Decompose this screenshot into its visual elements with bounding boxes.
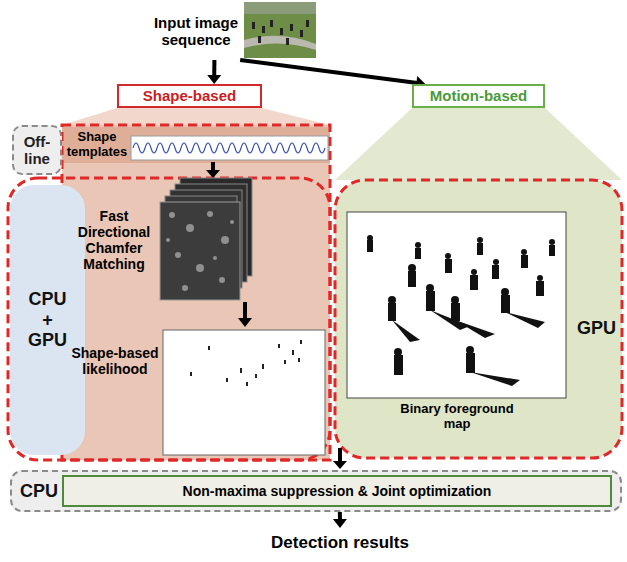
flow-arrow bbox=[211, 162, 215, 170]
strip-frame bbox=[131, 136, 328, 160]
photo-trees bbox=[244, 2, 316, 14]
photo-path bbox=[244, 36, 316, 50]
dashed-outline bbox=[8, 178, 330, 460]
shape-panel bbox=[62, 125, 330, 460]
arrow-head bbox=[333, 461, 347, 469]
arrow-line bbox=[212, 60, 216, 76]
templates-band: Shape templates bbox=[62, 127, 330, 163]
node-text: Detection results bbox=[271, 533, 409, 553]
photo-ground bbox=[244, 2, 316, 58]
flow-arrow bbox=[207, 60, 221, 84]
node-text: CPU + GPU bbox=[23, 289, 73, 351]
arrow-line bbox=[240, 60, 417, 83]
templates-band bbox=[62, 127, 330, 163]
map-frame bbox=[163, 330, 325, 455]
arrow-head bbox=[238, 318, 252, 327]
shape-fan bbox=[62, 108, 330, 125]
photo-people bbox=[252, 20, 309, 45]
input-caption: Input image sequence bbox=[150, 2, 242, 60]
map-frame bbox=[347, 212, 566, 398]
arrow-head bbox=[207, 75, 221, 84]
flow-arrow bbox=[243, 302, 247, 318]
node-text: CPU bbox=[20, 481, 58, 502]
likelihood-map bbox=[163, 330, 325, 455]
dashed-outline bbox=[335, 180, 622, 458]
chamfer-stack bbox=[160, 178, 252, 300]
flow-arrow bbox=[333, 512, 347, 528]
arrow-head bbox=[206, 170, 220, 178]
category-box: Motion-based bbox=[412, 84, 545, 108]
stage-box: Off-line bbox=[12, 125, 62, 175]
node-text: Non-maxima suppression & Joint optimizat… bbox=[183, 483, 492, 499]
result-text: Detection results bbox=[250, 528, 430, 558]
image-label: Fast Directional Chamfer Matching bbox=[70, 208, 158, 272]
node-text: Input image sequence bbox=[151, 14, 241, 49]
foreground-blobs bbox=[367, 235, 555, 386]
category-box: Shape-based bbox=[117, 84, 262, 108]
node-text: Shape templates bbox=[64, 130, 130, 160]
image-label: Binary foreground map bbox=[386, 402, 528, 432]
motion-panel bbox=[335, 180, 622, 458]
arrow-head bbox=[333, 519, 347, 528]
process-box: Non-maxima suppression & Joint optimizat… bbox=[62, 475, 612, 507]
arrow-line bbox=[338, 512, 342, 520]
templates-strip bbox=[131, 136, 328, 160]
node-text: Motion-based bbox=[430, 87, 528, 104]
motion-fan bbox=[335, 108, 622, 180]
input-photo bbox=[244, 2, 316, 58]
processor-region: CPU + GPU bbox=[10, 185, 85, 455]
flow-arrow bbox=[240, 60, 425, 90]
node-text: Off-line bbox=[16, 133, 58, 168]
dashed-outline bbox=[62, 125, 330, 460]
foreground-map bbox=[347, 212, 566, 398]
node-text: GPU bbox=[577, 318, 616, 339]
processor-region: GPU bbox=[335, 180, 622, 458]
image-label: Shape-based likelihood bbox=[70, 345, 160, 377]
template-contours bbox=[133, 143, 325, 153]
flow-arrow bbox=[338, 448, 342, 461]
processor-box: CPU Non-maxima suppression & Joint optimi… bbox=[10, 470, 622, 512]
likelihood-peaks bbox=[190, 340, 302, 386]
node-text: Shape-based bbox=[143, 87, 236, 104]
